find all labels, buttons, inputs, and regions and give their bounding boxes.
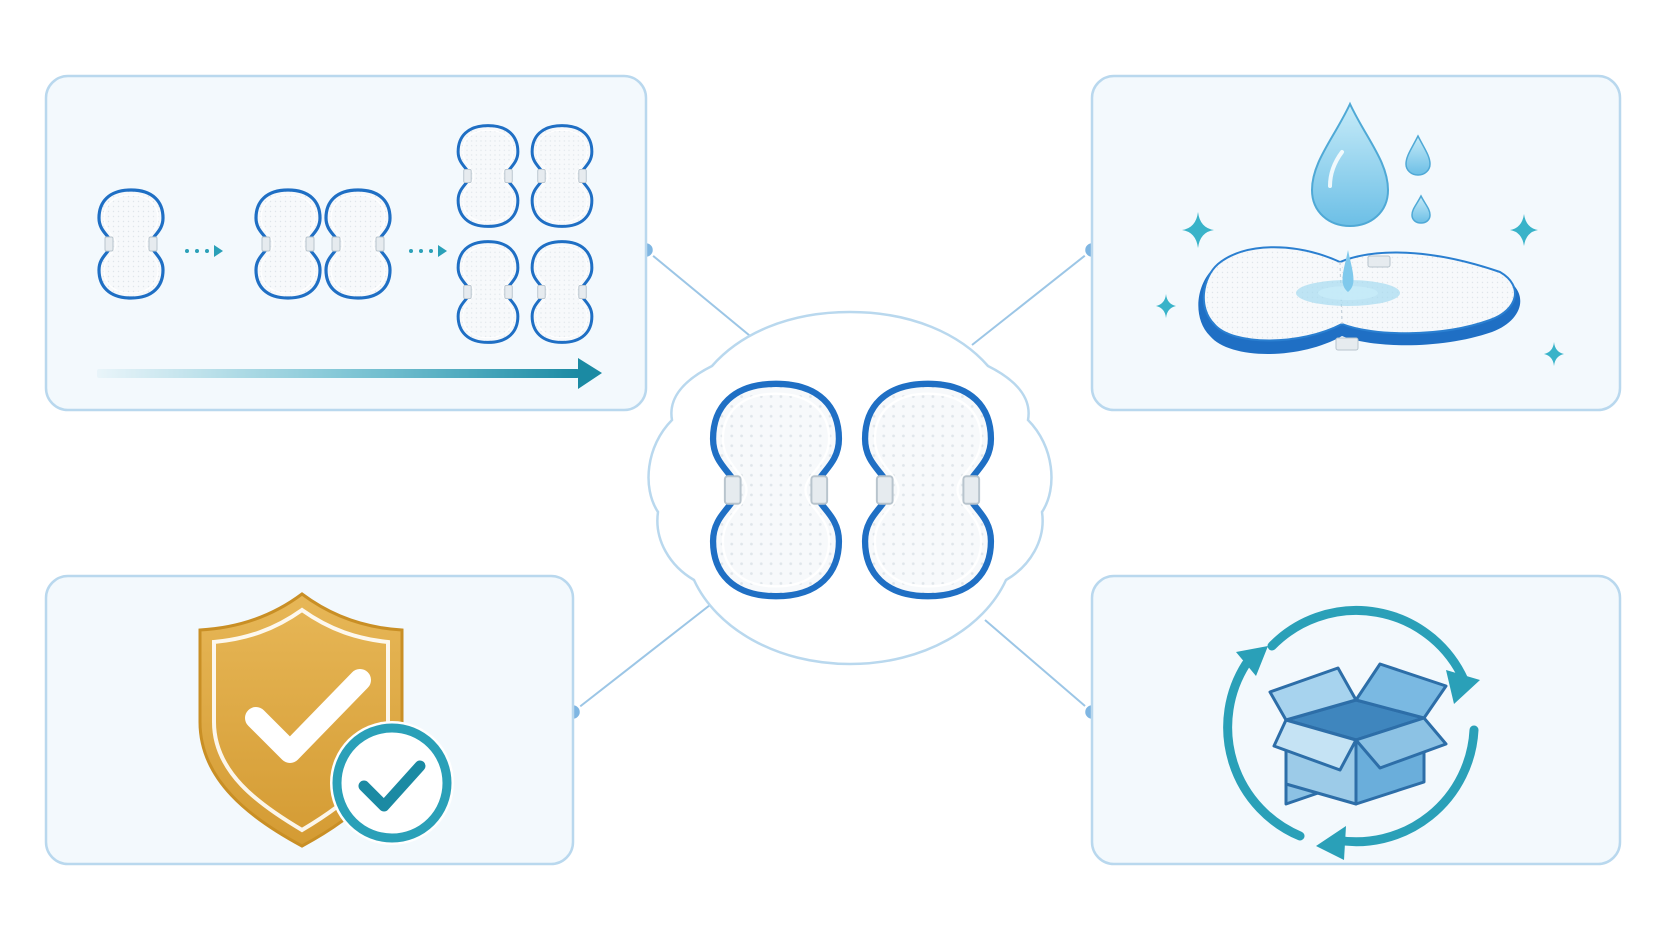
sparkle-icon [1182, 212, 1214, 248]
water-drop-small-1 [1405, 134, 1431, 176]
dotted-arrow-1 [185, 245, 223, 257]
center-cloud-frame [647, 310, 1053, 666]
panel-scalable-connection [44, 74, 648, 412]
check-mark-icon [245, 669, 371, 763]
pad-expansion-icon [97, 124, 602, 389]
connector-top-right [971, 249, 1093, 346]
water-drop-large [1310, 101, 1390, 228]
sparkle-icon [1544, 342, 1564, 366]
box-icon [1268, 662, 1448, 806]
sparkle-icon [1156, 294, 1176, 318]
dotted-arrow-2 [409, 245, 447, 257]
panel-safety-certified [44, 574, 575, 866]
connector-bottom-left [572, 604, 711, 713]
water-drop-small-2 [1411, 194, 1431, 224]
panel-reusable [1090, 574, 1622, 866]
recycle-arrows-icon [1223, 605, 1479, 847]
box-recycle-icon [1223, 605, 1480, 860]
water-resistant-pad-icon [1156, 101, 1564, 366]
progress-arrow [97, 358, 602, 389]
center-hub [647, 310, 1053, 666]
connector-top-left [645, 249, 756, 341]
panel-waterproof [1090, 74, 1622, 412]
connector-bottom-right [984, 619, 1093, 713]
shield-check-icon [198, 592, 454, 848]
sparkle-icon [1510, 214, 1538, 246]
check-badge-icon [330, 721, 454, 845]
